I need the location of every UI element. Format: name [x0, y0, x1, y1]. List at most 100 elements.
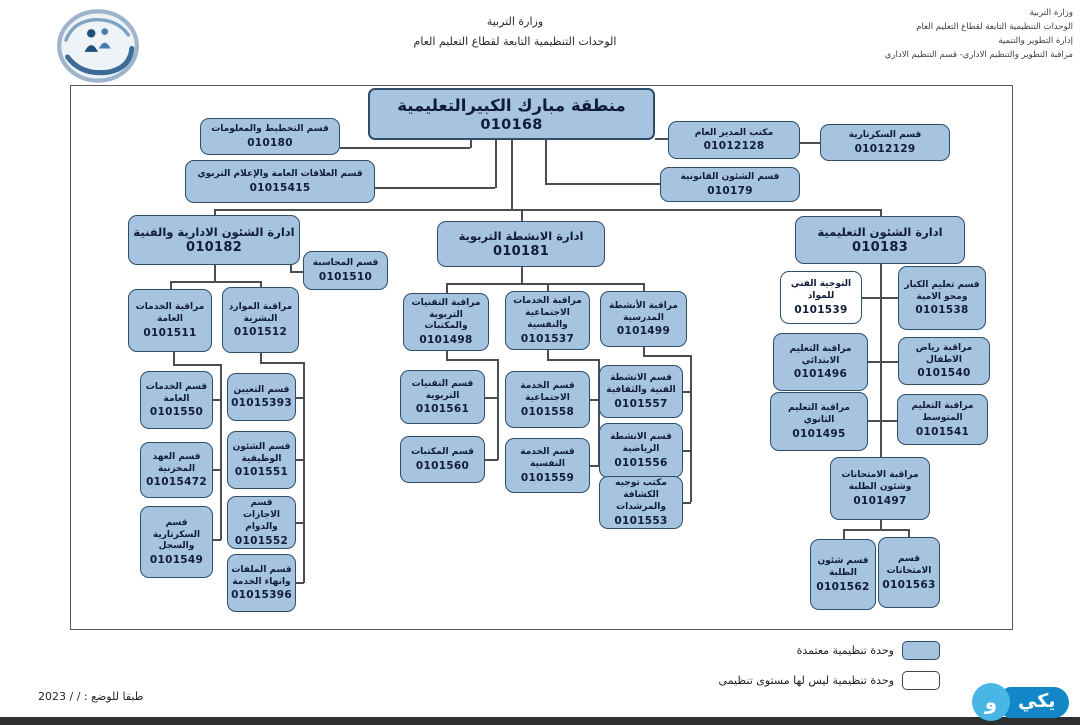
connector-line	[643, 355, 691, 357]
connector-line	[590, 465, 599, 467]
connector-line	[511, 140, 513, 209]
node-code: 01012128	[703, 140, 765, 153]
connector-line	[547, 350, 549, 360]
node-label: ادارة الانشطة التربوية	[458, 228, 584, 243]
connector-line	[213, 399, 221, 401]
node-hiring: قسم التعيين 01015393	[227, 373, 296, 421]
node-relations: قسم العلاقات العامة والإعلام التربوي 010…	[185, 160, 375, 203]
node-label: قسم شئون الطلبة	[817, 556, 869, 578]
node-label: قسم العهد المخزنية	[152, 451, 201, 474]
connector-line	[220, 364, 222, 540]
node-label: قسم الاجازات والدوام	[243, 498, 280, 532]
connector-line	[446, 351, 448, 360]
node-label: مراقبة التعليم الابتدائي	[789, 343, 852, 366]
node-label: قسم التعيين	[233, 384, 290, 395]
node-art-act: قسم الانشطة الفنية والثقافية 0101557	[599, 365, 683, 418]
connector-line	[590, 399, 599, 401]
node-edu-dept: ادارة الشئون التعليمية 010183	[795, 216, 965, 264]
legend-no-level: وحدة تنظيمية ليس لها مستوى تنظيمى	[700, 671, 940, 690]
node-code: 0101552	[234, 534, 289, 547]
connector-line	[173, 364, 221, 366]
node-label: مراقبة الأنشطة المدرسية	[609, 300, 678, 323]
node-label: قسم الانشطة الرياضية	[610, 432, 672, 454]
connector-line	[545, 183, 660, 185]
connector-line	[260, 353, 262, 363]
node-gen-services: قسم الخدمات العامة 0101550	[140, 371, 213, 429]
connector-line	[880, 209, 882, 217]
node-code: 010179	[707, 184, 753, 197]
node-label: قسم الشئون الوظيفية	[232, 441, 291, 464]
node-code: 0101553	[614, 514, 668, 527]
connector-line	[170, 281, 172, 290]
connector-line	[880, 264, 882, 457]
node-school-act-ctrl: مراقبة الأنشطة المدرسية 0101499	[600, 291, 687, 347]
connector-line	[495, 140, 497, 188]
connector-line	[340, 147, 470, 149]
node-label: مراقبة الامتحانات وشئون الطلبة	[841, 470, 919, 492]
ministry-title: وزارة التربية	[486, 15, 544, 28]
node-psych-service: قسم الخدمة النفسية 0101559	[505, 438, 590, 493]
legend-approved-label: وحدة تنظيمية معتمدة	[796, 644, 894, 657]
connector-line	[296, 522, 304, 524]
connector-line	[545, 140, 547, 184]
node-label: قسم الخدمات العامة	[145, 381, 208, 404]
node-label: مراقبة رياض الاطفال	[915, 342, 973, 365]
connector-line	[683, 502, 691, 504]
node-code: 0101498	[419, 334, 473, 347]
node-label: قسم المكتبات	[411, 447, 474, 458]
connector-line	[213, 469, 221, 471]
ministry-logo	[57, 9, 139, 83]
node-code: 0101556	[614, 456, 668, 469]
node-code: 0101541	[915, 425, 970, 438]
node-activities-dept: ادارة الانشطة التربوية 010181	[437, 221, 605, 267]
connector-line	[296, 582, 304, 584]
node-code: 0101549	[149, 554, 204, 567]
connector-line	[497, 359, 499, 460]
node-adult-edu: قسم تعليم الكبار ومحو الامية 0101538	[898, 266, 986, 330]
node-scouts: مكتب توجيه الكشافة والمرشدات 0101553	[599, 476, 683, 529]
node-label: قسم الملفات وانهاء الخدمة	[231, 564, 292, 587]
node-code: 0101557	[614, 397, 668, 410]
connector-line	[547, 359, 599, 361]
hdr-right-line4: مراقبة التطوير والتنظيم الاداري- قسم الت…	[884, 50, 1073, 61]
node-code: 0101559	[520, 471, 575, 484]
node-label: مراقبة التعليم المتوسط	[911, 401, 974, 423]
node-code: 0101539	[794, 303, 848, 316]
node-label: قسم الشئون القانونية	[680, 172, 780, 183]
node-label: مكتب توجيه الكشافة والمرشدات	[615, 478, 667, 512]
node-label: مراقبة التعليم الثانوي	[787, 403, 851, 425]
node-label: قسم المحاسبة	[312, 258, 379, 269]
connector-line	[521, 209, 523, 222]
connector-line	[843, 529, 909, 531]
node-primary-ctrl: مراقبة التعليم الابتدائي 0101496	[773, 333, 868, 391]
node-code: 0101499	[616, 325, 671, 338]
node-code: 01015393	[231, 397, 292, 410]
node-label: قسم تعليم الكبار ومحو الامية	[904, 279, 980, 302]
node-code: 0101562	[816, 580, 870, 593]
node-code: 0101551	[234, 466, 289, 479]
node-job-affairs: قسم الشئون الوظيفية 0101551	[227, 431, 296, 489]
chart-frame	[70, 85, 1013, 630]
connector-line	[170, 281, 260, 283]
node-label: قسم السكرتارية والسجل	[152, 517, 201, 552]
node-label: مراقبة الموارد البشرية	[228, 301, 293, 324]
connector-line	[547, 283, 549, 292]
node-label: مراقبة الخدمات الاجتماعية والنفسية	[513, 296, 582, 330]
node-code: 01015396	[231, 589, 292, 602]
node-accounting: قسم المحاسبة 0101510	[303, 251, 388, 290]
hdr-right-line3: إدارة التطوير والتنمية	[998, 36, 1073, 47]
connector-line	[213, 539, 221, 541]
legend-no-level-swatch	[902, 671, 940, 690]
connector-line	[260, 281, 262, 288]
node-warehouse: قسم العهد المخزنية 01015472	[140, 442, 213, 498]
connector-line	[880, 297, 898, 299]
connector-line	[260, 362, 304, 364]
node-label: منطقة مبارك الكبيرالتعليمية	[397, 95, 626, 115]
connector-line	[446, 283, 644, 285]
connector-line	[598, 359, 600, 466]
node-code: 010183	[851, 240, 909, 256]
connector-line	[908, 529, 910, 537]
node-tech-ctrl: مراقبة التقنيات التربوية والمكتبات 01014…	[403, 293, 489, 351]
connector-line	[643, 347, 645, 356]
